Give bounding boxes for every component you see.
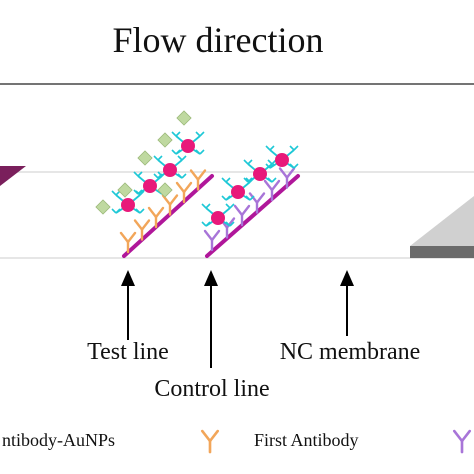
legend-first-antibody-label: First Antibody (254, 430, 359, 450)
legend: ntibody-AuNPs First Antibody (2, 429, 472, 454)
first-antibody (189, 169, 207, 191)
gold-nanoparticle (111, 190, 145, 214)
gold-nanoparticle (201, 203, 235, 227)
antigen (117, 182, 133, 198)
first-antibody (119, 231, 137, 254)
test-line-label: Test line (87, 339, 169, 365)
first-antibody (147, 206, 165, 229)
control-line-arrow (204, 270, 218, 368)
second-antibody-icon (452, 429, 472, 454)
sample-pad (0, 166, 26, 186)
control-line-zone (201, 145, 300, 258)
antigen (157, 132, 173, 148)
antigen (95, 199, 111, 215)
first-antibody (161, 194, 179, 216)
second-antibody (248, 192, 266, 214)
gold-nanoparticle (153, 155, 187, 179)
control-line-strip (205, 174, 300, 258)
first-antibody-glyph (200, 429, 220, 454)
first-antibody (133, 219, 151, 241)
gold-nanoparticle (243, 159, 277, 183)
antigen (176, 110, 192, 126)
second-antibody (278, 167, 296, 189)
gold-nanoparticle (171, 131, 205, 155)
nc-membrane-label: NC membrane (280, 339, 421, 365)
first-antibody (175, 181, 193, 204)
test-line-arrow (121, 270, 135, 340)
first-antibody-icon (200, 429, 220, 454)
test-line-zone (95, 110, 214, 258)
control-line-label: Control line (154, 376, 269, 402)
nc-membrane-arrow (340, 270, 354, 336)
gold-nanoparticle (265, 145, 299, 169)
flow-direction-title: Flow direction (113, 20, 324, 60)
second-antibody-glyph (452, 429, 472, 454)
gold-nanoparticle (221, 177, 255, 201)
absorbent-pad (410, 196, 474, 258)
second-antibody (263, 179, 281, 202)
second-antibody (233, 204, 251, 227)
antigen (157, 182, 173, 198)
antigen (137, 150, 153, 166)
second-antibody (203, 229, 221, 252)
legend-aunp-antibody-label: ntibody-AuNPs (2, 430, 115, 450)
nc-membrane-strip (0, 171, 474, 259)
